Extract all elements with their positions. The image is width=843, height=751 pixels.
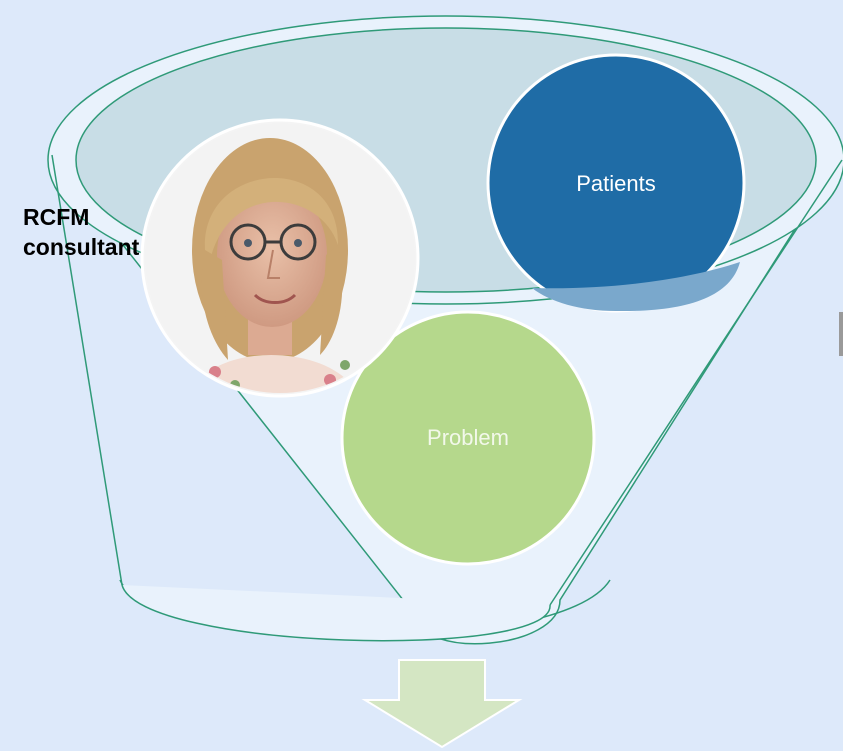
down-arrow: [361, 659, 523, 749]
consultant-label-line1: RCFM: [23, 204, 90, 230]
funnel-left-edge: [51, 154, 123, 586]
consultant-label-line2: consultant: [23, 234, 140, 260]
funnel-right-edge: [549, 159, 843, 606]
problem-circle: [340, 310, 596, 566]
funnel-neck: [121, 584, 551, 642]
edge-marker: [839, 312, 843, 356]
consultant-photo: [140, 118, 420, 398]
patients-label: Patients: [576, 171, 656, 196]
problem-label: Problem: [427, 425, 509, 450]
patients-rim-overlap: [532, 262, 740, 312]
